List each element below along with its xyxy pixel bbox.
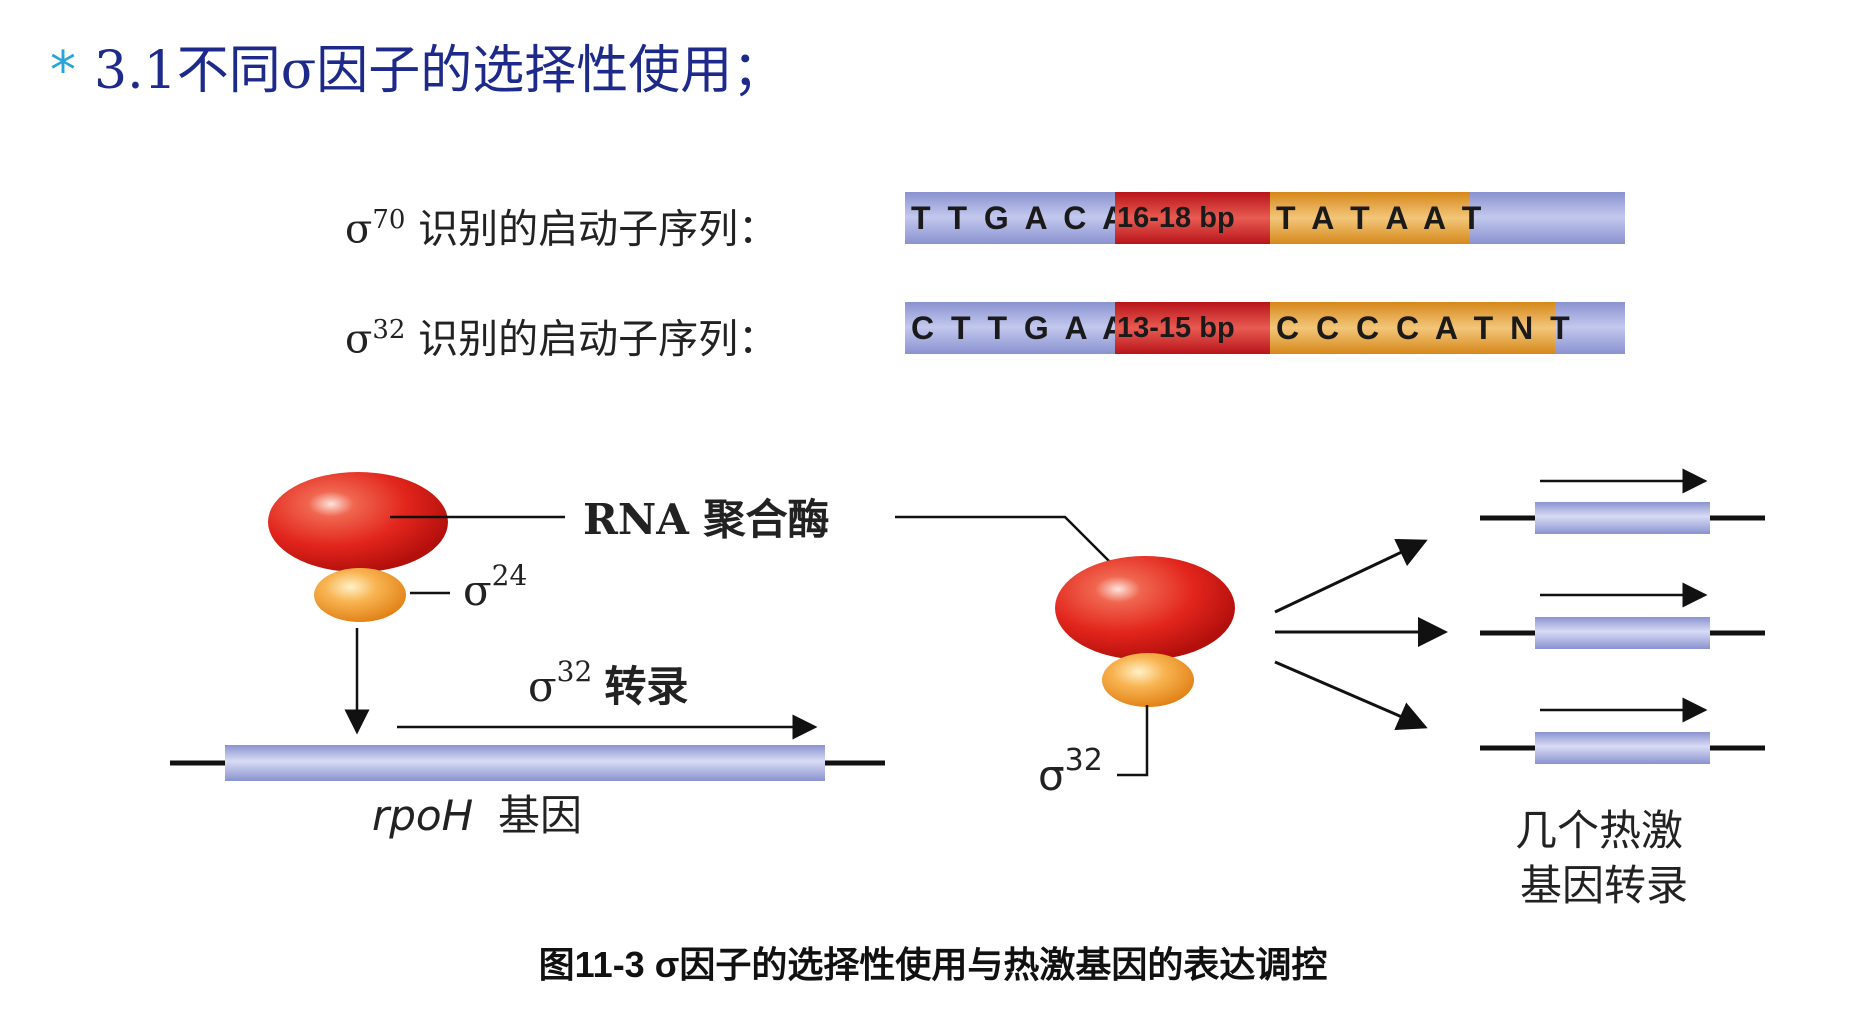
sigma-symbol: σ [345,316,373,363]
minus10-box: T A T A A T [1270,192,1481,244]
polymerase-pointer-middle [895,515,1131,583]
rna-polymerase-left [268,472,448,572]
spacer-segment: 16-18 bp [1115,192,1270,244]
heat-shock-label-line2: 基因转录 [1520,861,1688,910]
spread-arrow-up [1274,538,1428,614]
minus35-box: C T T G A A [911,310,1130,346]
heat-shock-label-line1: 几个热激 [1515,806,1683,855]
sigma32-label: σ32 [1038,743,1103,800]
title-bullet: * [50,41,76,101]
sigma24-factor [314,568,406,622]
rna-polymerase-label: RNA 聚合酶 [583,495,830,544]
rna-polymerase-middle [1055,556,1235,660]
spread-arrow-down [1274,660,1428,731]
slide-title: * 3.1不同σ因子的选择性使用； [50,28,784,103]
figure-caption: 图11-3 σ因子的选择性使用与热激基因的表达调控 [538,944,1328,985]
minus10-box: C C C C A T N T [1270,302,1570,354]
rpoh-gene-bar [225,745,825,781]
sigma-superscript: 70 [372,205,406,235]
promoter-label-text: 识别的启动子序列： [418,316,779,363]
sigma32-pointer [1117,705,1149,777]
heat-shock-gene-2 [1480,582,1765,649]
heat-shock-gene-3 [1480,697,1765,764]
sigma70-sequence-bar: T T G A C A 16-18 bp T A T A A T [905,192,1625,244]
sigma32-label: σ32 识别的启动子序列： [345,302,778,362]
sigma24-label: σ24 [463,559,527,615]
minus35-box: T T G A C A [911,200,1130,236]
spacer-segment: 13-15 bp [1115,302,1270,354]
sigma32-factor [1102,653,1194,707]
title-text: 3.1不同σ因子的选择性使用； [94,41,785,101]
rpoh-gene-name: rpoH [372,791,473,840]
sigma70-label: σ70 识别的启动子序列： [345,192,778,252]
sigma-symbol: σ [345,206,373,253]
heat-shock-gene-1 [1480,468,1765,534]
sigma-superscript: 32 [372,315,406,345]
rpoh-gene-suffix: 基因 [498,791,582,840]
sigma32-sequence-bar: C T T G A A 13-15 bp C C C C A T N T [905,302,1625,354]
promoter-label-text: 识别的启动子序列： [418,206,779,253]
